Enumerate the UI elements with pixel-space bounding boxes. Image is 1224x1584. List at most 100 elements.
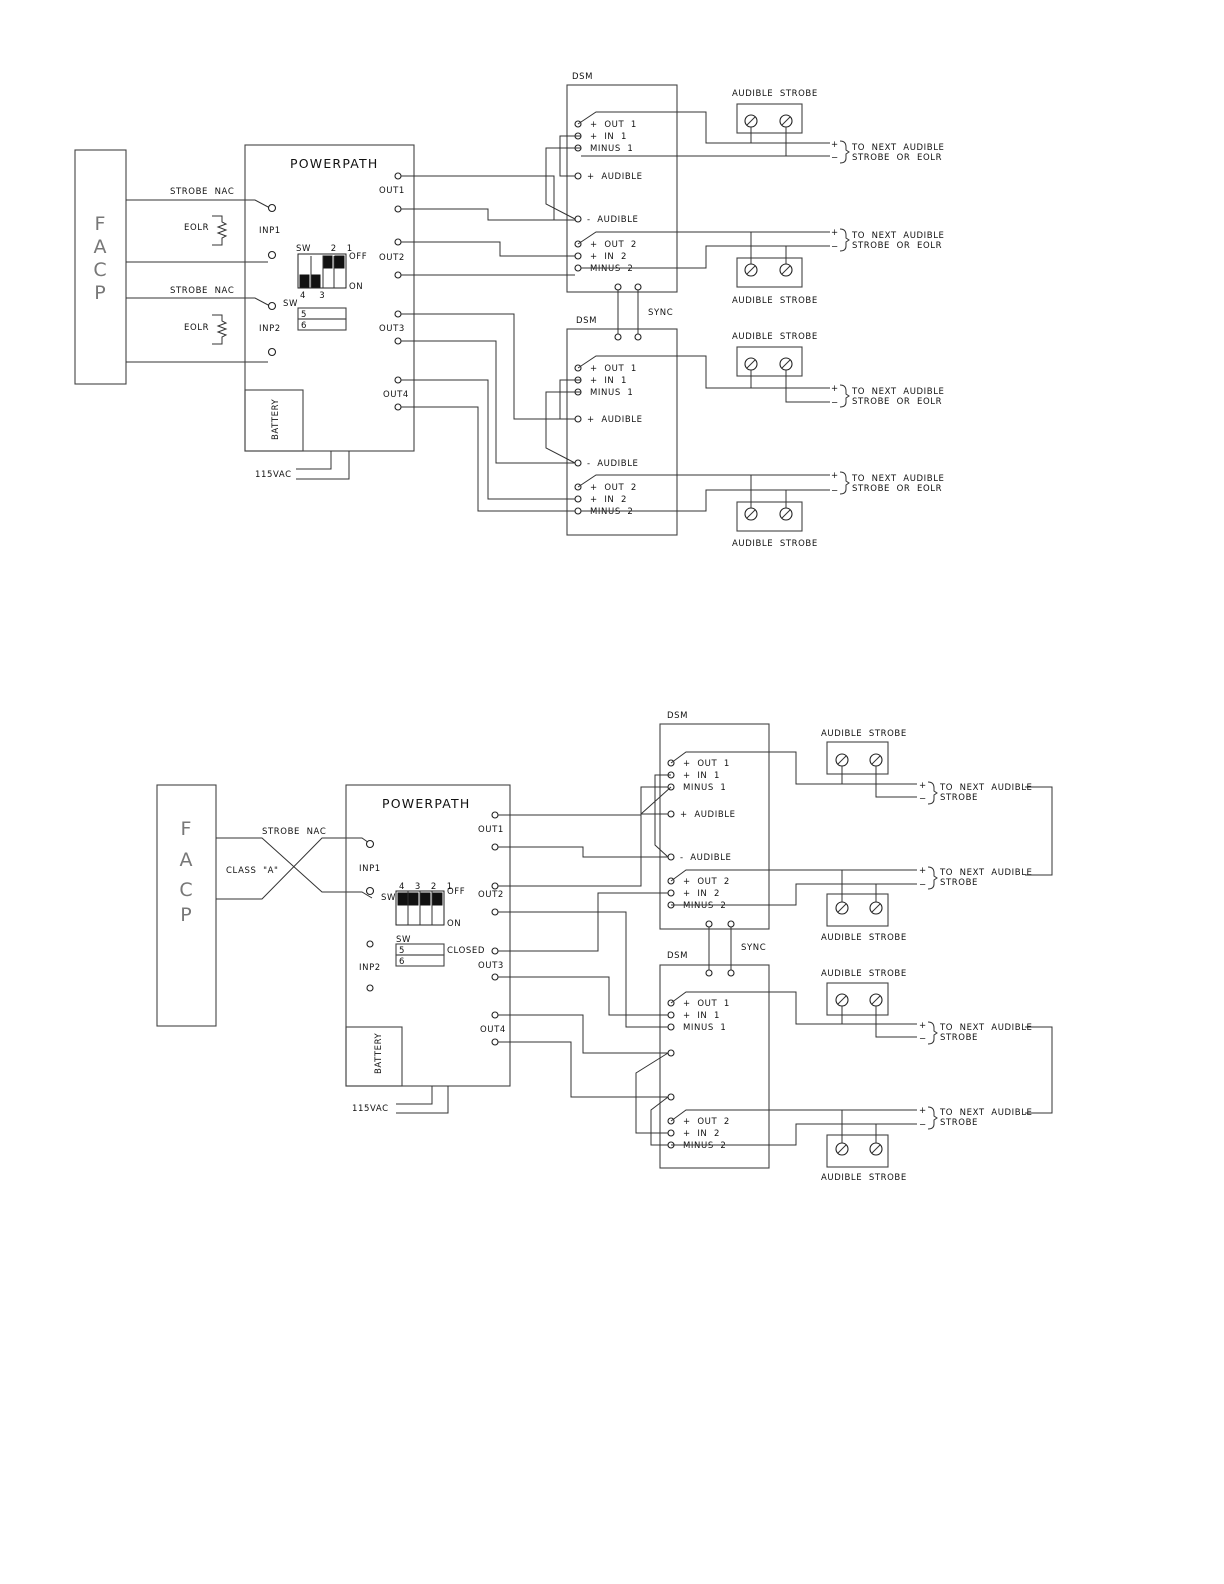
dsm-out2-label: + OUT 2 — [683, 877, 730, 887]
out1-terminal — [394, 172, 402, 180]
out3-terminal — [491, 947, 499, 955]
dsm-module-top: DSM + OUT 1 + IN 1 MINUS 1 + AUDIBLE - A… — [566, 72, 678, 293]
dsm-terminal — [574, 459, 582, 467]
device-label: AUDIBLE STROBE — [732, 332, 818, 342]
facp-letter: C — [179, 879, 192, 901]
on-label: ON — [349, 282, 363, 292]
off-label: OFF — [447, 887, 465, 897]
sync-terminal — [634, 283, 642, 291]
inp2-terminal — [267, 301, 277, 311]
inp1-terminal — [267, 203, 277, 213]
sw-numbers-top: 4 3 2 1 — [399, 882, 453, 892]
dip-switch-4 — [299, 274, 310, 288]
out3-label: OUT3 — [379, 324, 405, 334]
switch-5-label: 5 — [399, 946, 405, 956]
device-label: AUDIBLE STROBE — [732, 539, 818, 549]
out2-terminal — [394, 271, 402, 279]
inp2-terminal — [366, 940, 374, 948]
diagram-2: F A C P STROBE NAC CLASS "A" POWERPATH I… — [156, 711, 1053, 1183]
sync-terminal — [705, 920, 713, 928]
facp-letter: F — [181, 818, 192, 840]
out4-terminal — [394, 376, 402, 384]
facp-letter: F — [95, 213, 106, 235]
sw-label: SW — [381, 893, 396, 903]
out1-label: OUT1 — [379, 186, 405, 196]
svg-text:+: + — [919, 1106, 927, 1116]
facp-letter: A — [94, 236, 107, 258]
dsm-terminal — [667, 1011, 675, 1019]
dsm-in1-label: + IN 1 — [683, 1011, 720, 1021]
sw-numbers-top: SW 2 1 — [296, 244, 353, 254]
dip-switch-2 — [322, 255, 333, 269]
device-label: AUDIBLE STROBE — [732, 89, 818, 99]
svg-text:−: − — [831, 398, 839, 408]
out1-terminal — [491, 843, 499, 851]
svg-text:−: − — [831, 242, 839, 252]
sw-label: SW — [283, 299, 298, 309]
dsm-minus-audible-label: - AUDIBLE — [680, 853, 732, 863]
dsm-out2-label: + OUT 2 — [590, 483, 637, 493]
to-next-label: +− TO NEXT AUDIBLE STROBE OR EOLR — [831, 384, 944, 408]
device-label: AUDIBLE STROBE — [821, 1173, 907, 1183]
out3-label: OUT3 — [478, 961, 504, 971]
to-next-text: TO NEXT AUDIBLE — [939, 1108, 1033, 1118]
sync-terminal — [705, 969, 713, 977]
dip-switch: 4 3 2 1 OFF ON SW 5 6 CLOSED — [395, 882, 485, 967]
facp-letter: A — [180, 849, 193, 871]
sync-terminal — [614, 333, 622, 341]
svg-text:+: + — [831, 140, 839, 150]
to-next-text: STROBE — [940, 1118, 978, 1128]
strobe-nac-label: STROBE NAC — [262, 827, 326, 837]
facp-panel: F A C P — [156, 784, 217, 1027]
off-label: OFF — [349, 252, 367, 262]
dsm-plus-audible-label: + AUDIBLE — [587, 415, 643, 425]
inp2-terminal — [366, 984, 374, 992]
ac-label: 115VAC — [352, 1104, 389, 1114]
dsm-minus2-label: MINUS 2 — [590, 507, 633, 517]
sync-terminal — [634, 333, 642, 341]
to-next-label: +− TO NEXT AUDIBLE STROBE OR EOLR — [831, 228, 944, 252]
sync-label: SYNC — [741, 943, 766, 953]
to-next-text: TO NEXT AUDIBLE — [939, 868, 1033, 878]
dsm-minus1-label: MINUS 1 — [590, 144, 633, 154]
inp1-terminal — [365, 839, 375, 849]
dsm-terminal — [667, 1049, 675, 1057]
out3-terminal — [394, 337, 402, 345]
inp2-label: INP2 — [259, 324, 281, 334]
inp1-label: INP1 — [359, 864, 381, 874]
sync-terminal — [727, 969, 735, 977]
out3-terminal — [491, 973, 499, 981]
ac-label: 115VAC — [255, 470, 292, 480]
sync-terminal — [727, 920, 735, 928]
svg-text:−: − — [919, 880, 927, 890]
battery-label: BATTERY — [374, 1032, 384, 1074]
dip-switch-1 — [432, 892, 443, 906]
dsm-terminal — [667, 1093, 675, 1101]
diagram-2-wiring — [498, 751, 1053, 1146]
dip-switch-2 — [420, 892, 431, 906]
dip-switch-1 — [334, 255, 345, 269]
svg-text:+: + — [831, 228, 839, 238]
dsm-out1-label: + OUT 1 — [683, 759, 730, 769]
to-next-text: TO NEXT AUDIBLE — [939, 1023, 1033, 1033]
dsm-title: DSM — [572, 72, 593, 82]
dsm-minus1-label: MINUS 1 — [590, 388, 633, 398]
audible-strobe-device: AUDIBLE STROBE — [821, 870, 906, 943]
out2-terminal — [491, 908, 499, 916]
out4-terminal — [394, 403, 402, 411]
out3-terminal — [394, 310, 402, 318]
sync-label: SYNC — [648, 308, 673, 318]
closed-label: CLOSED — [447, 946, 485, 956]
dsm-module-top: DSM + OUT 1 + IN 1 MINUS 1 + AUDIBLE - A… — [659, 711, 770, 930]
dsm-in1-label: + IN 1 — [590, 376, 627, 386]
svg-text:−: − — [831, 153, 839, 163]
eolr-label: EOLR — [184, 323, 209, 333]
to-next-text: STROBE — [940, 878, 978, 888]
facp-letter: P — [180, 904, 191, 926]
dsm-terminal — [667, 889, 675, 897]
eolr-resistor — [212, 314, 228, 345]
svg-text:−: − — [919, 794, 927, 804]
dsm-in2-label: + IN 2 — [590, 495, 627, 505]
out4-label: OUT4 — [383, 390, 409, 400]
svg-text:+: + — [919, 781, 927, 791]
